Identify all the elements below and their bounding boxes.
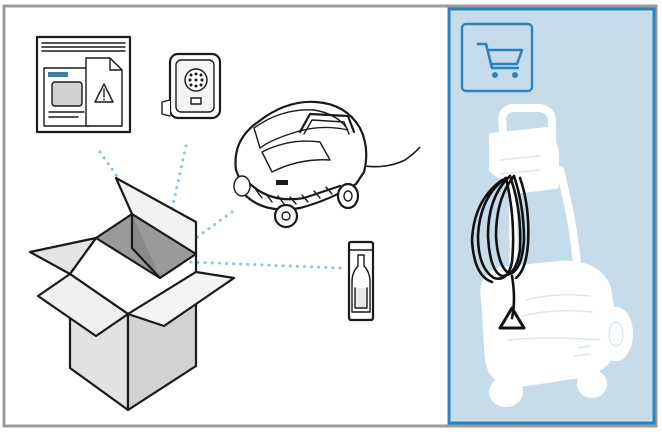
shopping-cart-icon: [460, 22, 534, 93]
coiled-cable: [470, 174, 530, 320]
trolley-caddy-icon: [470, 104, 633, 407]
pool-robot-icon: [233, 100, 421, 229]
tool-vial-icon: [347, 240, 375, 322]
power-supply-icon: [161, 52, 222, 120]
open-box-icon: [28, 176, 236, 412]
manual-document-icon: [35, 35, 132, 134]
